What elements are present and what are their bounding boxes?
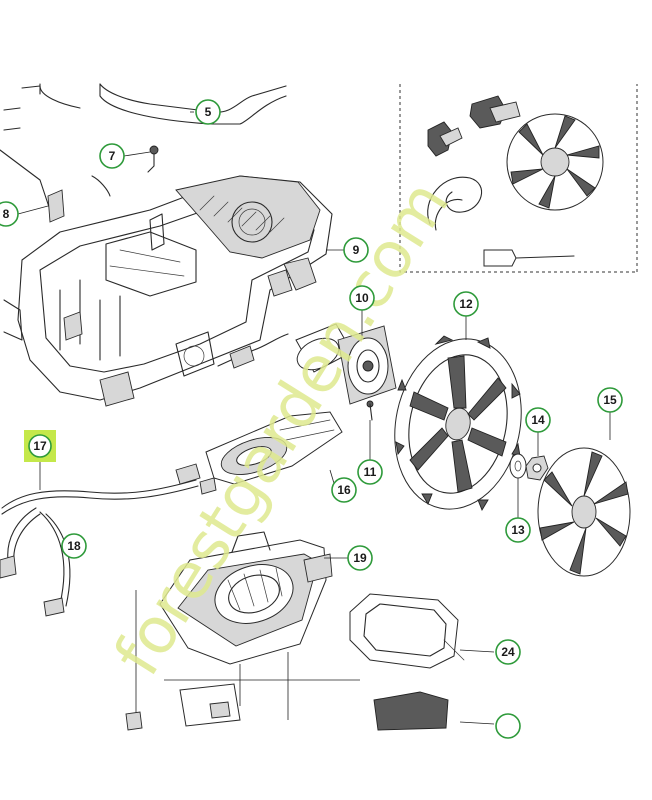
callout-13: 13: [505, 517, 531, 543]
callout-15-label: 15: [603, 393, 617, 407]
cable-harness: [0, 463, 217, 617]
blade-clip-icon: [427, 121, 463, 157]
spring-clip-icon: [427, 176, 483, 231]
callout-5-label: 5: [205, 105, 212, 119]
callout-13-label: 13: [511, 523, 525, 537]
callout-7: 7: [99, 143, 125, 169]
chassis-cable: [217, 333, 289, 369]
assembly-leaders: [135, 590, 360, 720]
kit-box: [399, 84, 638, 273]
callout-10-label: 10: [355, 291, 369, 305]
callout-16-label: 16: [337, 483, 351, 497]
callout-7-label: 7: [109, 149, 116, 163]
washer: [509, 453, 527, 479]
blade-disc: [537, 447, 631, 577]
chassis-body: [0, 107, 333, 407]
callout-5: 5: [195, 99, 221, 125]
callout-14: 14: [525, 407, 551, 433]
drive-wheel: [394, 335, 522, 512]
callout-19: 19: [347, 545, 373, 571]
callout-12: 12: [453, 291, 479, 317]
blade-disc-icon: [506, 113, 604, 211]
sensor-cover: [205, 411, 343, 485]
callout-8-label: 8: [3, 207, 10, 221]
callout-17-label: 17: [33, 439, 47, 453]
wheel-motor: [295, 323, 397, 421]
callout-partial: [495, 713, 521, 739]
callout-12-label: 12: [459, 297, 473, 311]
callout-16: 16: [331, 477, 357, 503]
blade-clip-icon: [469, 95, 521, 129]
callout-8: 8: [0, 201, 19, 227]
battery-cover: [349, 593, 465, 669]
top-cover-frame: [21, 83, 287, 125]
cutting-motor-assembly: [159, 531, 333, 665]
callout-17: 17: [24, 430, 56, 462]
callout-24: 24: [495, 639, 521, 665]
nut: [525, 455, 549, 481]
callout-14-label: 14: [531, 413, 545, 427]
callout-11: 11: [357, 459, 383, 485]
callout-9-label: 9: [353, 243, 360, 257]
callout-18-label: 18: [67, 539, 81, 553]
callout-19-label: 19: [353, 551, 367, 565]
callout-9: 9: [343, 237, 369, 263]
callout-15: 15: [597, 387, 623, 413]
callout-24-label: 24: [501, 645, 515, 659]
callout-11-label: 11: [364, 465, 377, 479]
callout-leaders: [17, 111, 611, 725]
lower-parts: [125, 683, 449, 731]
callout-18: 18: [61, 533, 87, 559]
callout-10: 10: [349, 285, 375, 311]
screwdriver-icon: [483, 249, 575, 267]
